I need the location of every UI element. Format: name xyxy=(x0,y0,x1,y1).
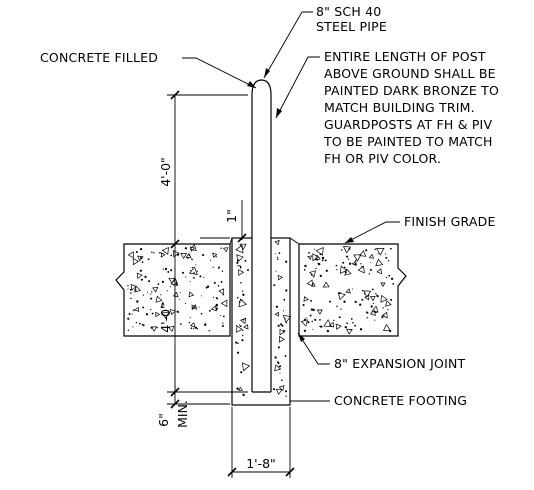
base-depth-dimension: 6" xyxy=(156,413,171,427)
concrete-stipple-pattern xyxy=(127,239,395,397)
concrete-filled-label: CONCRETE FILLED xyxy=(40,50,158,65)
expansion-joint-leader xyxy=(297,332,330,365)
finish-grade-leader xyxy=(344,221,400,244)
cap-offset-dimension: 1" xyxy=(224,209,239,223)
note-line: MATCH BUILDING TRIM. xyxy=(324,100,475,115)
finish-grade-label: FINISH GRADE xyxy=(404,214,496,229)
note-line: TO BE PAINTED TO MATCH xyxy=(323,134,493,149)
note-leader xyxy=(275,56,320,119)
note-line: ENTIRE LENGTH OF POST xyxy=(324,49,486,64)
dimension-lines xyxy=(167,90,295,478)
note-line: PAINTED DARK BRONZE TO xyxy=(324,83,499,98)
below-ground-dimension: 4'-0" xyxy=(158,303,173,333)
above-ground-dimension: 4'-0" xyxy=(158,157,173,187)
footing-width-dimension: 1'-8" xyxy=(246,456,276,471)
note-line: ABOVE GROUND SHALL BE xyxy=(324,66,496,81)
note-line: GUARDPOSTS AT FH & PIV xyxy=(324,117,492,132)
concrete-footing-label: CONCRETE FOOTING xyxy=(334,393,467,408)
pipe-label-line1: 8" SCH 40 xyxy=(316,4,381,19)
steel-pipe-post xyxy=(251,79,272,393)
note-line: FH OR PIV COLOR. xyxy=(324,151,441,166)
pipe-label-line2: STEEL PIPE xyxy=(316,19,387,34)
pipe-leader xyxy=(263,11,313,79)
expansion-joint-label: 8" EXPANSION JOINT xyxy=(334,356,466,371)
base-depth-note: MIN. xyxy=(175,400,190,428)
right-concrete-slab xyxy=(298,243,407,337)
paint-note: ENTIRE LENGTH OF POST ABOVE GROUND SHALL… xyxy=(323,49,499,166)
concrete-filled-leader xyxy=(182,57,257,89)
